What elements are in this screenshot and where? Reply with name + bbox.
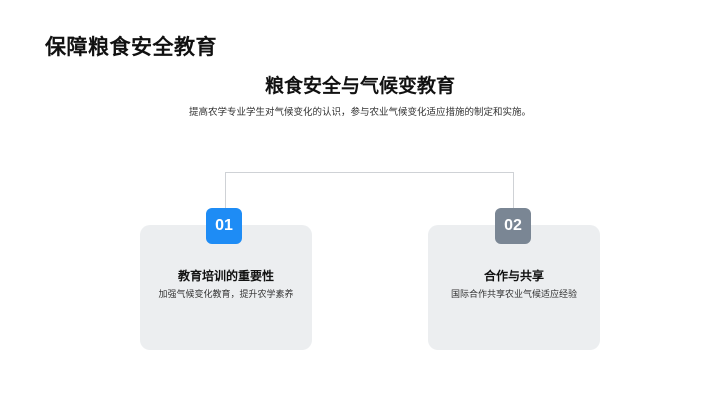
card-cooperation-sharing: 合作与共享 国际合作共享农业气候适应经验 <box>428 225 600 350</box>
section-subtitle: 提高农学专业学生对气候变化的认识，参与农业气候变化适应措施的制定和实施。 <box>188 107 531 118</box>
step-badge-01: 01 <box>206 208 242 244</box>
card-education-training: 教育培训的重要性 加强气候变化教育，提升农学素养 <box>140 225 312 350</box>
section-title: 粮食安全与气候变教育 <box>264 75 455 97</box>
card-title: 教育培训的重要性 <box>177 269 274 283</box>
card-description: 加强气候变化教育，提升农学素养 <box>158 290 294 300</box>
card-description: 国际合作共享农业气候适应经验 <box>450 290 577 300</box>
page-title: 保障粮食安全教育 <box>45 35 217 59</box>
connector-line <box>225 172 514 208</box>
card-title: 合作与共享 <box>483 269 544 283</box>
step-badge-02: 02 <box>495 208 531 244</box>
